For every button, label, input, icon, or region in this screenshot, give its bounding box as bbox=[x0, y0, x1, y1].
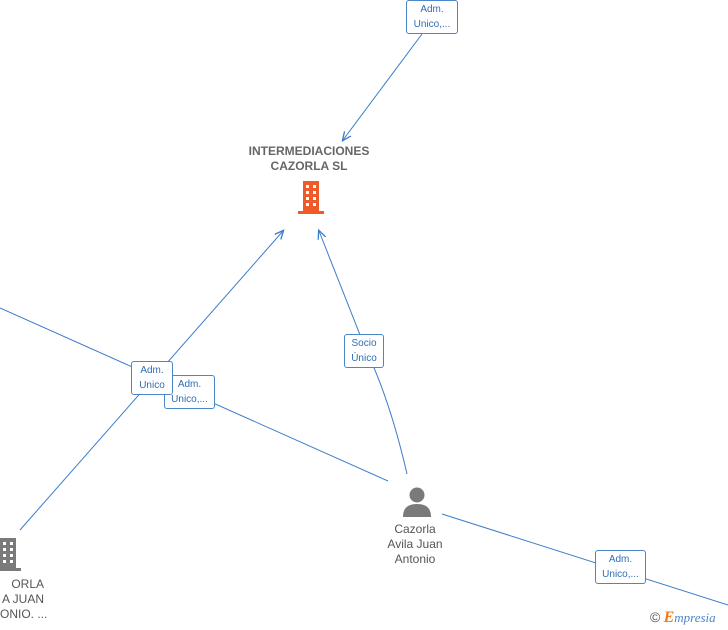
edge-label-socio-role[interactable]: Socio Único bbox=[344, 334, 384, 368]
edge-label-line: Unico,... bbox=[413, 19, 451, 30]
edge-label-line: Único bbox=[351, 353, 377, 364]
company-name-left[interactable]: ORLA A JUAN ONIO. ... bbox=[0, 577, 48, 622]
company-name-line: CAZORLA SL bbox=[270, 159, 348, 173]
edge-label-top-role[interactable]: Adm. Unico,... bbox=[406, 0, 458, 34]
company-name-main[interactable]: INTERMEDIACIONES CAZORLA SL bbox=[229, 144, 389, 174]
edge-label-line: Unico,... bbox=[602, 569, 639, 580]
company-name-line: INTERMEDIACIONES bbox=[248, 144, 370, 158]
edge-label-line: Adm. bbox=[420, 4, 444, 15]
building-icon[interactable] bbox=[296, 180, 326, 214]
building-icon[interactable] bbox=[0, 537, 22, 571]
edge-label-line: Unico bbox=[139, 380, 165, 391]
edge-label-line: Unico,... bbox=[171, 394, 208, 405]
person-name-line: Avila Juan bbox=[387, 537, 443, 551]
person-name-line: Cazorla bbox=[394, 522, 436, 536]
company-name-line: ONIO. ... bbox=[0, 607, 48, 621]
person-icon[interactable] bbox=[402, 486, 432, 518]
copyright-symbol: © bbox=[650, 609, 661, 625]
edge-top-to-company bbox=[343, 33, 423, 140]
edge-label-line: Socio bbox=[351, 338, 377, 349]
edge-person-to-offscreen-right bbox=[441, 513, 728, 606]
edge-label-line: Adm. bbox=[140, 365, 164, 376]
company-name-line: A JUAN bbox=[1, 592, 44, 606]
brand-initial: E bbox=[663, 609, 675, 626]
empresia-logo: © Empresia bbox=[650, 609, 716, 627]
edge-label-line: Adm. bbox=[608, 554, 633, 565]
edge-label-left-role-a[interactable]: Adm. Unico bbox=[131, 361, 173, 395]
edge-label-line: Adm. bbox=[177, 379, 202, 390]
company-name-line: ORLA bbox=[11, 577, 44, 591]
edge-label-right-role[interactable]: Adm. Unico,... bbox=[595, 550, 646, 584]
brand-name: mpresia bbox=[674, 610, 716, 625]
person-name[interactable]: Cazorla Avila Juan Antonio bbox=[365, 522, 465, 567]
person-name-line: Antonio bbox=[394, 552, 436, 566]
